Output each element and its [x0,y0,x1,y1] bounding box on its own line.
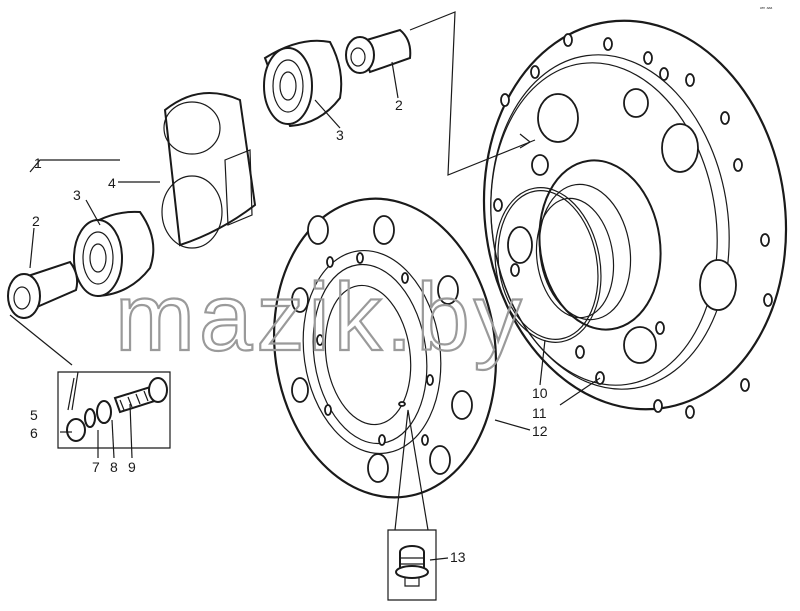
label-4: 4 [108,175,116,191]
label-3-left: 3 [73,187,81,203]
label-7: 7 [92,459,100,475]
hub-flange [482,19,788,419]
label-5: 5 [30,407,38,423]
pin-left [7,260,79,319]
label-3-right: 3 [336,127,344,143]
ring-flange [272,197,498,499]
o-ring [494,187,602,343]
label-9: 9 [128,459,136,475]
bearing-left [73,210,155,298]
label-10: 10 [532,385,548,401]
label-2-left: 2 [32,213,40,229]
label-8: 8 [110,459,118,475]
label-13: 13 [450,549,466,565]
watermark-text: mazik.by [115,264,526,371]
label-12: 12 [532,423,548,439]
leader-lines [9,11,601,561]
bearing-right [263,39,343,128]
label-2-right: 2 [395,97,403,113]
fastener-set [57,371,171,449]
label-11: 11 [532,405,547,421]
bushing [161,91,257,249]
grease-fitting [387,529,437,601]
pin-right [345,28,412,74]
label-1: 1 [34,155,42,171]
label-6: 6 [30,425,38,441]
corner-mark: ʷᵐ ᵃᵃᵃ [759,6,772,12]
